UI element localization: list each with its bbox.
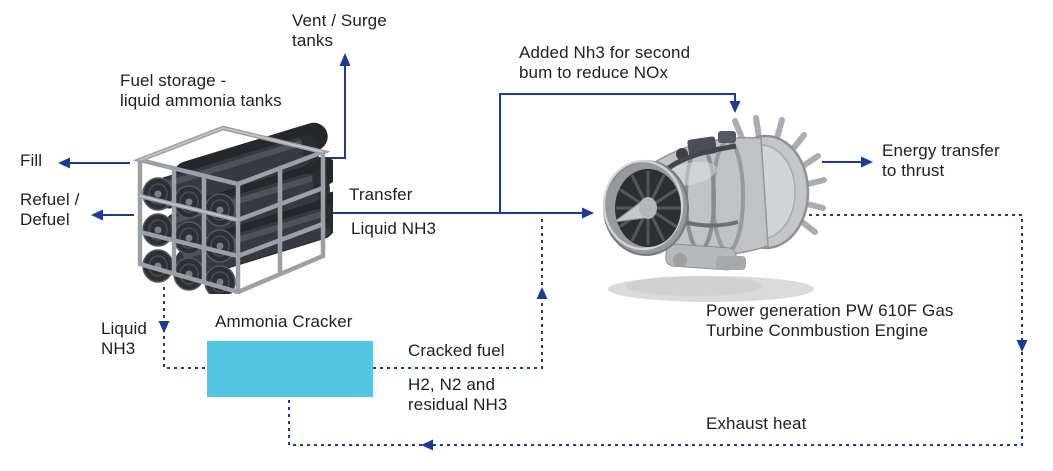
cracked-fuel-label: Cracked fuel [408, 341, 505, 360]
cracked-fuel-arrowhead [536, 287, 548, 299]
added-nh3-line [499, 93, 736, 212]
liquid-nh3-line [163, 287, 205, 369]
ammonia-cracker-label: Ammonia Cracker [215, 312, 353, 331]
solid-flow-lines [70, 65, 861, 216]
added-nh3-arrowhead [729, 101, 741, 113]
engine-image [602, 115, 827, 302]
cracked-fuel-sublabel: H2, N2 and residual NH3 [408, 375, 508, 414]
exhaust-left-arrowhead [421, 439, 433, 451]
transfer-sublabel: Liquid NH3 [351, 219, 437, 238]
dashed-flow-lines [163, 214, 1023, 446]
arrowheads [58, 53, 1028, 451]
fuel-storage-image [132, 122, 333, 294]
engine-rear-spikes [732, 115, 827, 235]
refuel-defuel-label: Refuel / Defuel [20, 190, 80, 229]
engine-fan [602, 159, 689, 256]
vent-surge-label: Vent / Surge tanks [292, 11, 387, 50]
transfer-arrowhead [582, 207, 594, 219]
liquid-nh3-arrowhead [158, 321, 170, 333]
cracked-fuel-line [373, 216, 543, 369]
fill-arrowhead [58, 157, 70, 169]
ammonia-cracker-box [207, 341, 373, 397]
refuel-arrowhead [91, 209, 103, 221]
exhaust-heat-line [288, 214, 1023, 446]
exhaust-heat-label: Exhaust heat [706, 414, 807, 433]
vent-arrowhead [339, 53, 351, 66]
fill-label: Fill [20, 151, 43, 170]
transfer-label: Transfer [349, 185, 413, 204]
added-nh3-label: Added Nh3 for second bum to reduce NOx [519, 43, 691, 82]
energy-transfer-label: Energy transfer to thrust [882, 141, 1000, 180]
fuel-storage-label: Fuel storage - liquid ammonia tanks [120, 71, 282, 110]
liquid-nh3-label: Liquid NH3 [101, 319, 147, 358]
exhaust-down-arrowhead [1016, 340, 1028, 352]
energy-arrowhead [861, 156, 873, 168]
engine-label: Power generation PW 610F Gas Turbine Con… [706, 301, 954, 340]
